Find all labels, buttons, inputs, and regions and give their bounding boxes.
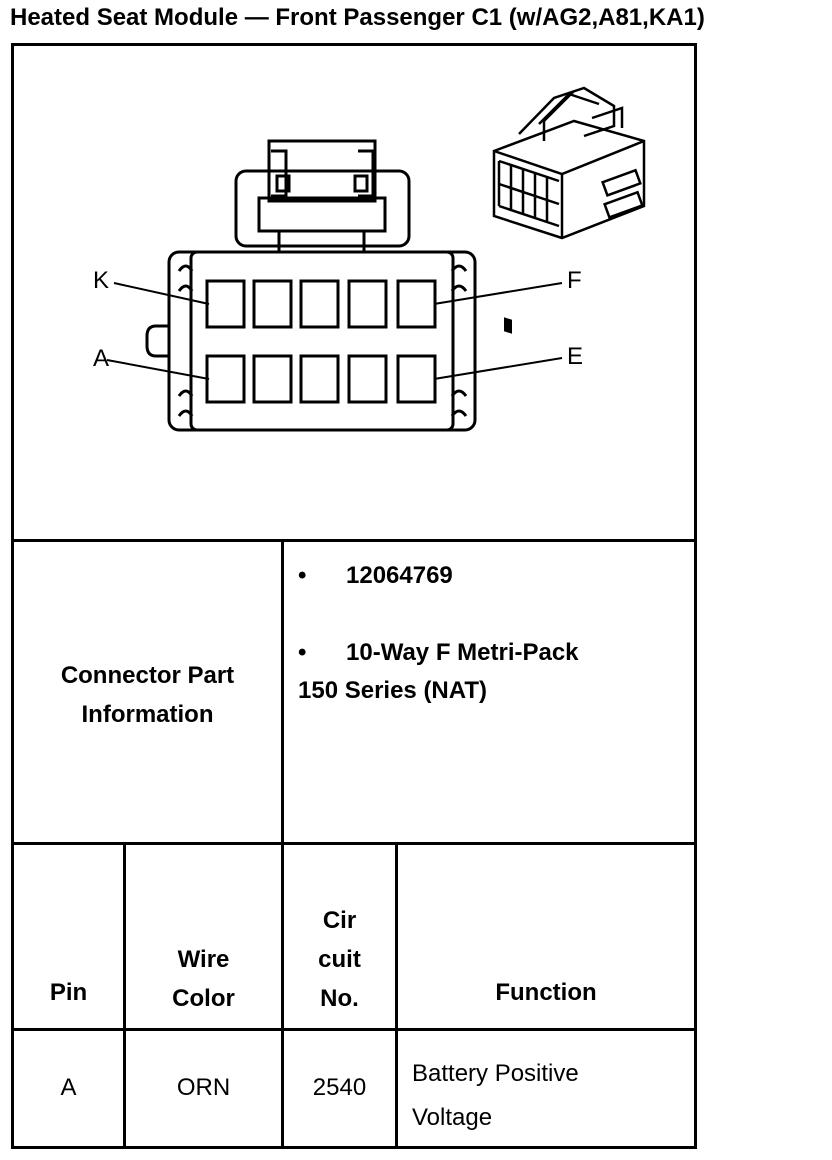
- cavity-J: [252, 279, 293, 329]
- latch-bar: [257, 196, 387, 233]
- row-wire-color: ORN: [176, 1074, 231, 1101]
- pin-label-A: A: [93, 345, 109, 372]
- bullet-1: •: [298, 562, 307, 589]
- leader-A: [106, 359, 210, 380]
- latch-left-window: [275, 174, 291, 193]
- divider-info: [14, 842, 694, 845]
- cavity-E: [396, 354, 437, 404]
- divider-col-circuit: [395, 845, 398, 1146]
- connector-diagram: K A F E: [14, 46, 694, 542]
- row-pin: A: [60, 1074, 77, 1101]
- latch-right-window: [353, 174, 369, 193]
- cavity-K: [205, 279, 246, 329]
- connector-inner-shell: [189, 250, 455, 432]
- connector-part-info-label: Connector Part Information: [60, 662, 235, 728]
- part-number-item: • 12064769: [284, 562, 453, 590]
- connector-type-item: • 10-Way F Metri-Pack: [284, 639, 579, 667]
- header-pin: Pin: [49, 979, 88, 1006]
- latch-left-slot: [271, 149, 288, 198]
- cavity-C: [299, 354, 340, 404]
- latch-right-slot: [358, 149, 375, 198]
- connector-part-info-values: • 12064769 • 10-Way F Metri-Pack 150 Serie…: [284, 542, 694, 842]
- cavity-F: [396, 279, 437, 329]
- connector-series: 150 Series (NAT): [298, 677, 487, 704]
- divider-diagram: [14, 539, 694, 542]
- pin-label-F: F: [567, 267, 582, 294]
- page-title: Heated Seat Module — Front Passenger C1 …: [10, 4, 705, 31]
- polarization-key: [145, 324, 169, 358]
- connector-table: K A F E: [11, 43, 697, 1149]
- connector-type: 10-Way F Metri-Pack: [346, 639, 579, 666]
- leader-E: [433, 357, 563, 380]
- cavity-H: [299, 279, 340, 329]
- pin-label-K: K: [93, 267, 109, 294]
- part-number: 12064769: [346, 562, 453, 589]
- latch-tab: [267, 139, 377, 203]
- divider-info-col: [281, 542, 284, 842]
- connector-face-drawing: K A F E: [93, 86, 646, 432]
- leader-K: [113, 282, 210, 305]
- cavity-A: [205, 354, 246, 404]
- divider-col-wire: [281, 845, 284, 1146]
- connector-isometric-view: [492, 86, 646, 334]
- divider-col-pin: [123, 845, 126, 1146]
- row-function: Battery Positive Voltage: [412, 1060, 579, 1131]
- row-circuit-no: 2540: [312, 1074, 367, 1101]
- latch-housing: [234, 169, 411, 248]
- cavity-G: [347, 279, 388, 329]
- divider-header: [14, 1028, 694, 1031]
- header-function: Function: [495, 979, 597, 1006]
- leader-F: [433, 282, 563, 305]
- cavity-B: [252, 354, 293, 404]
- header-circuit-no: Cir cuit No.: [318, 907, 361, 1012]
- pin-label-E: E: [567, 343, 583, 370]
- cavity-D: [347, 354, 388, 404]
- header-wire-color: Wire Color: [172, 946, 235, 1012]
- bullet-2: •: [298, 639, 307, 666]
